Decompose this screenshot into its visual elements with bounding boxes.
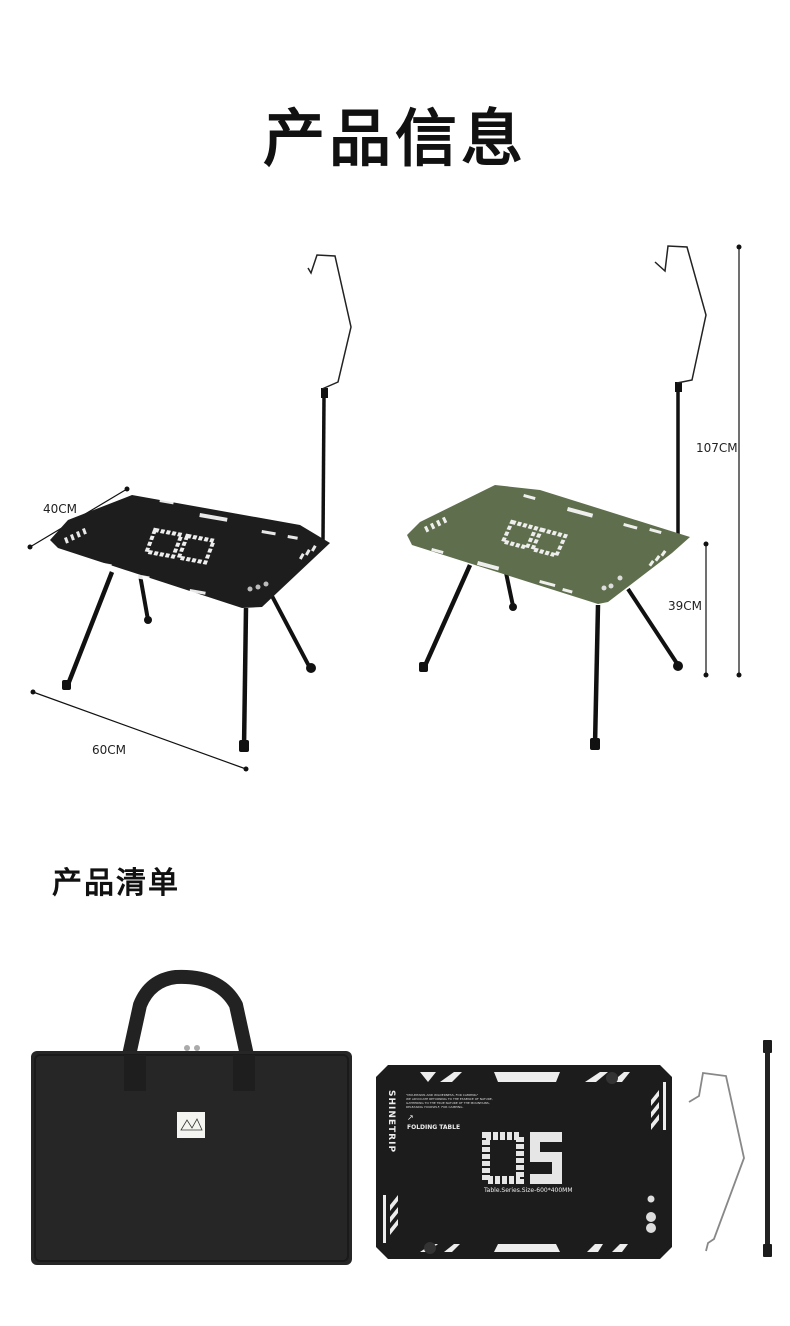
brand-text: SHINETRIP [386, 1090, 396, 1154]
width-dimension-label: 40CM [43, 502, 78, 516]
table-spec-label: Table.Series.Size-600*400MM [484, 1187, 573, 1194]
arrow-icon: ↗ [407, 1113, 414, 1122]
table-height-dimension-label: 39CM [668, 599, 703, 613]
page-title: 产品信息 [262, 102, 527, 175]
section-subtitle: 产品清单 [52, 866, 180, 901]
tabletop-quote: "MOUNTAINS AND WILDERNESS, FOR CAMPING" … [406, 1093, 493, 1109]
total-height-dimension-label: 107CM [696, 441, 738, 455]
folding-table-label: FOLDING TABLE [407, 1124, 461, 1131]
length-dimension-label: 60CM [92, 743, 127, 757]
